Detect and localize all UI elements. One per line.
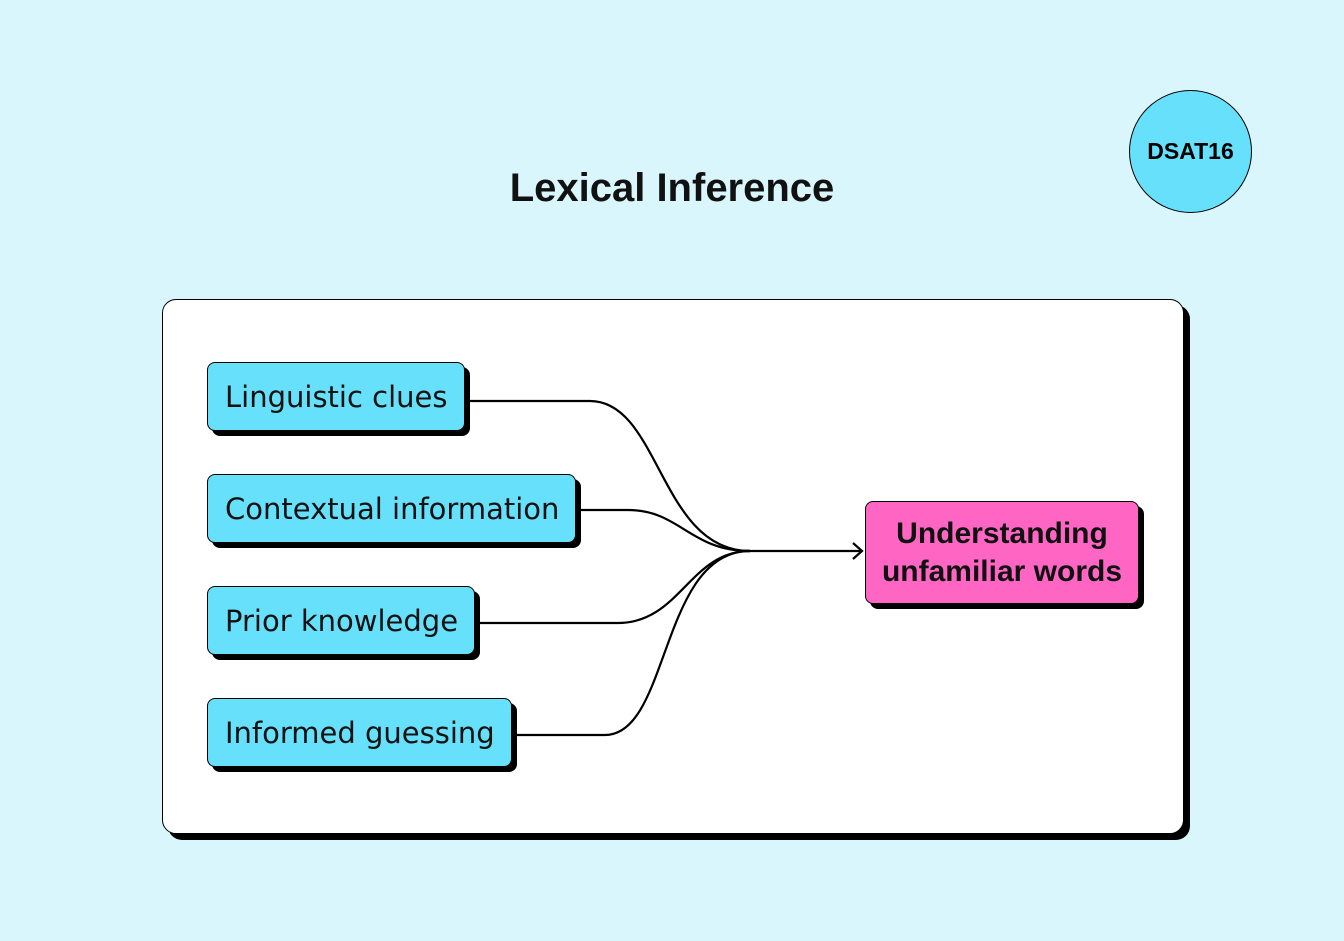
input-node-label: Linguistic clues: [225, 379, 448, 414]
target-node-understanding-unfamiliar-words: Understanding unfamiliar words: [865, 501, 1139, 604]
input-node-label: Contextual information: [225, 491, 560, 526]
input-node-linguistic-clues: Linguistic clues: [207, 362, 465, 431]
input-node-label: Informed guessing: [225, 715, 495, 750]
course-badge: DSAT16: [1129, 90, 1252, 213]
page-title: Lexical Inference: [509, 166, 835, 210]
target-node-label: Understanding unfamiliar words: [881, 516, 1123, 588]
input-node-informed-guessing: Informed guessing: [207, 698, 512, 767]
badge-label: DSAT16: [1147, 138, 1234, 164]
input-node-label: Prior knowledge: [225, 603, 459, 638]
input-node-contextual-information: Contextual information: [207, 474, 576, 543]
input-node-prior-knowledge: Prior knowledge: [207, 586, 475, 655]
